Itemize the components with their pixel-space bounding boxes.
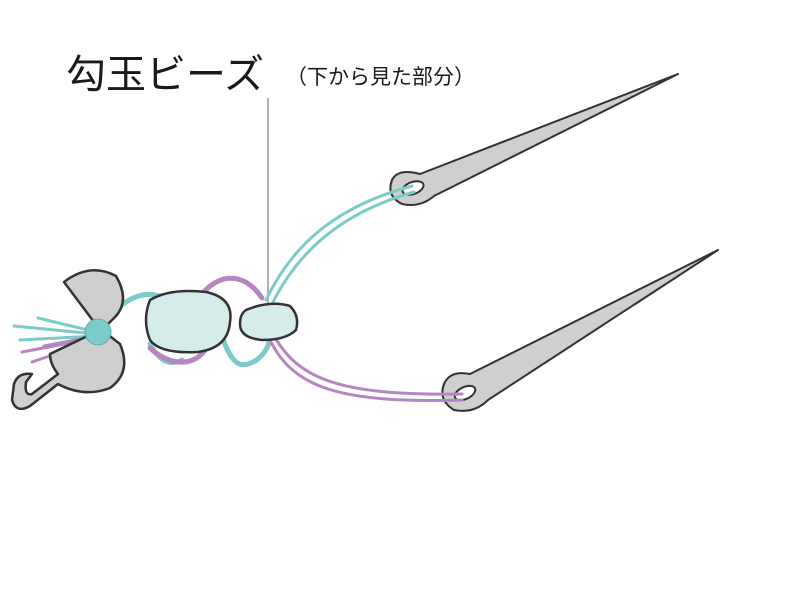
hook-clasp-icon (10, 269, 126, 411)
purple-thread (147, 275, 464, 402)
magatama-bead (238, 302, 299, 342)
diagram-title-main: 勾玉ビーズ (66, 52, 264, 98)
diagram-title-sub: （下から見た部分） (286, 65, 475, 89)
large-oval-bead (144, 289, 232, 354)
needle-top-icon (389, 73, 679, 206)
needle-bottom-icon (441, 249, 719, 412)
